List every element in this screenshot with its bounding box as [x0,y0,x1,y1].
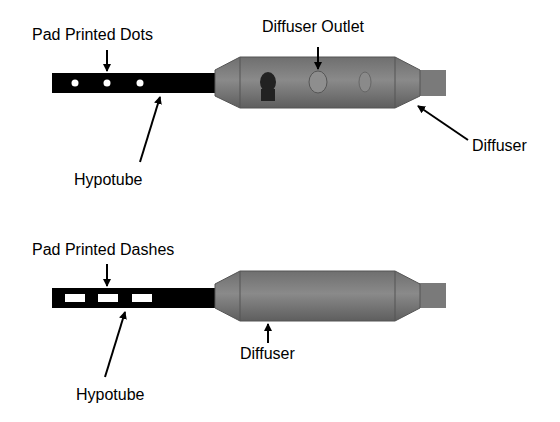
shaft [418,70,446,96]
part-label: Diffuser [472,137,527,155]
printed-dot [72,80,79,87]
printed-dot [104,80,111,87]
printed-dot [137,80,144,87]
hypotube [52,73,218,93]
outlet-hole [359,72,371,92]
part-label: Hypotube [74,171,143,189]
diffuser [215,271,420,321]
printed-dash [98,294,118,302]
part-label: Pad Printed Dashes [32,241,174,259]
leader-arrows [105,47,468,377]
part-label: Diffuser [240,345,295,363]
part-label: Hypotube [76,386,145,404]
part-label: Diffuser Outlet [262,18,364,36]
outlet-hole [309,71,327,93]
part-label: Pad Printed Dots [32,26,153,44]
printed-dash [132,294,152,302]
top-catheter [52,57,446,108]
shaft [418,283,446,308]
printed-dash [65,294,85,302]
bottom-catheter [52,271,446,321]
hypotube [52,288,218,308]
